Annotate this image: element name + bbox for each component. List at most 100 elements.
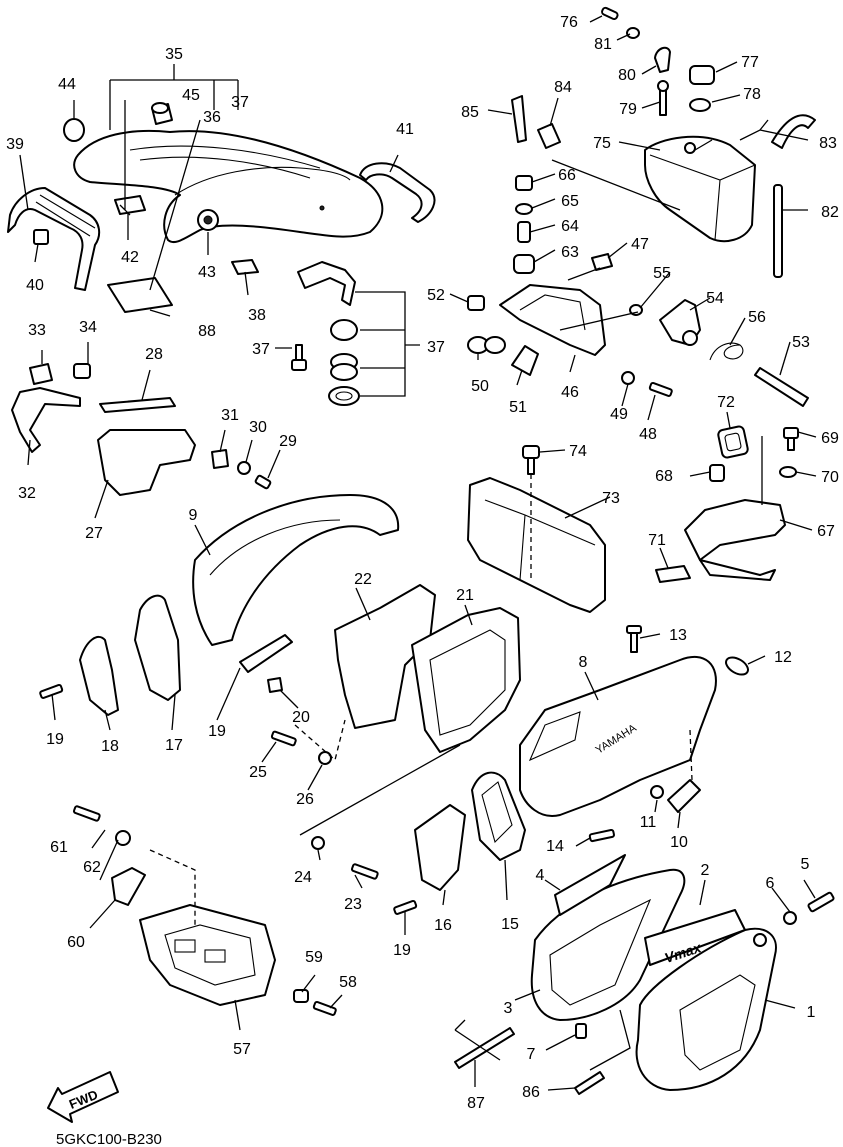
- part-nut-32: [211, 449, 229, 469]
- part-bolt-30: [254, 474, 272, 490]
- part-panel-23: [334, 584, 436, 729]
- callout-19a: 19: [46, 731, 64, 748]
- part-lever-56: [659, 299, 701, 346]
- callout-78: 76: [560, 14, 578, 31]
- callout-42: 40: [26, 277, 44, 294]
- part-damper-65: [513, 254, 535, 274]
- part-washer-51: [621, 371, 635, 385]
- part-hose-85: [771, 114, 816, 149]
- callout-16: 16: [434, 917, 452, 934]
- callout-14: 14: [546, 838, 564, 855]
- part-bracket-62: [111, 867, 146, 906]
- part-screw-39: [291, 344, 307, 371]
- part-front-bracket: [7, 187, 101, 291]
- callout-25: 24: [294, 869, 312, 886]
- callout-83: 81: [594, 36, 612, 53]
- part-tank-cover-8: YAMAHA: [519, 655, 717, 817]
- part-hose-84: [773, 184, 783, 278]
- part-bracket-69: [684, 499, 786, 581]
- callout-84: 82: [821, 204, 839, 221]
- callout-18: 18: [101, 738, 119, 755]
- callout-88: 86: [522, 1084, 540, 1101]
- callout-21: 20: [292, 709, 310, 726]
- part-nut-72: [779, 466, 797, 478]
- part-cover-74: [717, 425, 749, 459]
- callout-68: 66: [558, 167, 576, 184]
- callout-72: 70: [821, 469, 839, 486]
- callout-67: 65: [561, 193, 579, 210]
- callout-41: 39: [6, 136, 24, 153]
- part-clip-42: [33, 229, 49, 245]
- callout-80: 78: [743, 86, 761, 103]
- part-emblem-2: Vmax: [644, 909, 746, 966]
- part-bolt-76: [522, 445, 540, 475]
- callout-52: 50: [471, 378, 489, 395]
- callout-73: 71: [648, 532, 666, 549]
- part-bolt-63: [72, 805, 101, 822]
- callout-2: 2: [701, 862, 710, 879]
- part-washer-25: [311, 836, 325, 850]
- part-bracket-48: [499, 284, 606, 356]
- part-ring-12: [725, 656, 749, 676]
- callout-17: 17: [165, 737, 183, 754]
- part-stay-38: [297, 261, 360, 406]
- part-spring-58: [709, 342, 744, 361]
- callout-56: 54: [706, 290, 724, 307]
- callout-64: 62: [83, 859, 101, 876]
- part-rod-89: [454, 1027, 515, 1069]
- callout-9: 9: [189, 507, 198, 524]
- callout-27: 26: [296, 791, 314, 808]
- callout-87: 85: [461, 104, 479, 121]
- part-collar-66: [517, 221, 531, 243]
- callout-33: 32: [18, 485, 36, 502]
- callout-28: 27: [85, 525, 103, 542]
- part-clip-49: [591, 253, 613, 271]
- callout-30: 29: [279, 433, 297, 450]
- callout-74: 72: [717, 394, 735, 411]
- callout-76: 74: [569, 443, 587, 460]
- callout-71: 69: [821, 430, 839, 447]
- part-washer-27: [318, 751, 332, 765]
- callout-4: 4: [536, 867, 545, 884]
- part-damper-46: [63, 118, 85, 142]
- part-panel-17: [134, 594, 181, 701]
- part-bushing-52: [467, 336, 506, 354]
- callout-46: 44: [58, 76, 76, 93]
- callout-47: 45: [182, 87, 200, 104]
- part-panel-18: [79, 635, 119, 716]
- callout-70: 68: [655, 468, 673, 485]
- part-cover-9: [192, 494, 400, 646]
- part-bolt-13: [626, 625, 642, 653]
- callout-20: 19: [208, 723, 226, 740]
- part-bolt-14: [588, 828, 615, 843]
- callout-48: 46: [561, 384, 579, 401]
- part-bolt-71: [783, 427, 799, 451]
- callout-31: 30: [249, 419, 267, 436]
- callout-50: 48: [639, 426, 657, 443]
- callout-89: 87: [467, 1095, 485, 1112]
- part-shaft-55: [754, 367, 809, 407]
- part-bolt-5: [807, 891, 835, 913]
- callout-3: 3: [504, 1000, 513, 1017]
- callout-66: 64: [561, 218, 579, 235]
- part-clip-87: [511, 95, 527, 143]
- part-bolt-19-mid: [393, 899, 418, 915]
- part-washer-40: [231, 259, 259, 275]
- part-pipe-82: [654, 46, 671, 73]
- callout-75: 73: [602, 490, 620, 507]
- callout-61: 59: [305, 949, 323, 966]
- part-clip-83: [626, 27, 640, 39]
- part-clip-21: [267, 677, 283, 693]
- part-nut-68: [515, 175, 533, 191]
- part-nut-6: [783, 911, 797, 925]
- callout-69: 67: [817, 523, 835, 540]
- part-plate-73: [655, 565, 691, 583]
- leader-lines: [19, 15, 817, 1091]
- callout-79: 77: [741, 54, 759, 71]
- callout-90: 88: [198, 323, 216, 340]
- callout-40: 38: [248, 307, 266, 324]
- callout-19b: 19: [393, 942, 411, 959]
- part-bolt-50: [648, 381, 673, 397]
- callout-6: 6: [766, 875, 775, 892]
